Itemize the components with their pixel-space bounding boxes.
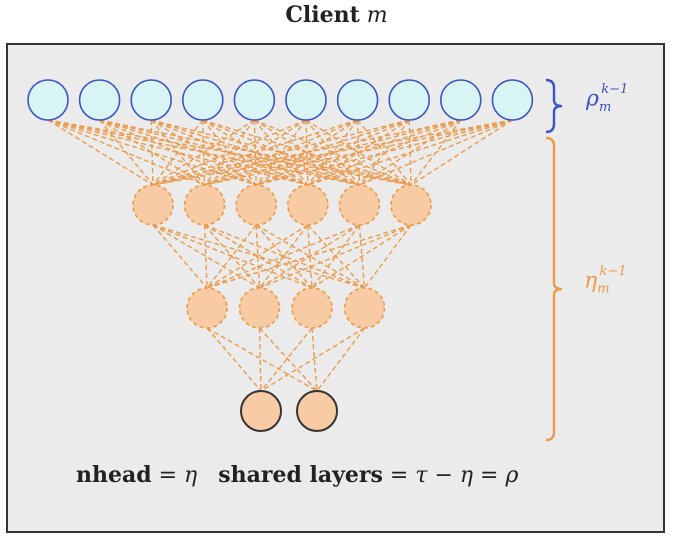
- edge: [206, 327, 318, 392]
- edge: [204, 119, 461, 186]
- edge: [204, 224, 313, 289]
- edge: [255, 119, 462, 186]
- title-word: Client: [285, 2, 360, 28]
- edge: [150, 119, 154, 186]
- edge: [206, 224, 257, 289]
- edge: [152, 119, 410, 186]
- hidden-layer-2-node-2: [238, 287, 281, 329]
- formula-eta: η: [184, 463, 198, 488]
- hidden-layer-2-node-1: [186, 287, 228, 329]
- edge: [204, 224, 261, 289]
- edge: [258, 224, 309, 289]
- edge: [255, 224, 365, 289]
- edge: [311, 224, 412, 289]
- edge: [152, 224, 208, 289]
- formula-shared: shared layers: [218, 462, 383, 488]
- edge: [152, 119, 513, 186]
- output-layer-node-7: [336, 79, 379, 121]
- edge: [47, 119, 308, 186]
- edge: [152, 119, 204, 186]
- edge: [152, 119, 358, 186]
- edge: [151, 119, 412, 186]
- output-layer-node-10: [491, 79, 534, 121]
- output-layer-node-8: [388, 79, 431, 121]
- output-layer-node-4: [182, 79, 224, 121]
- edge: [150, 119, 360, 186]
- edge: [150, 119, 257, 186]
- edge: [307, 224, 313, 289]
- edge: [260, 327, 313, 392]
- edge: [358, 224, 366, 289]
- hidden-layer-1-node-5: [338, 184, 381, 226]
- hidden-layer-1-node-6: [390, 184, 432, 226]
- input-layer-node-2: [296, 390, 338, 432]
- edge: [311, 327, 318, 392]
- edge: [204, 119, 513, 186]
- formula: nhead = η shared layers = τ − η = ρ: [76, 462, 519, 488]
- edge: [203, 224, 208, 289]
- eta-brace: [545, 136, 563, 442]
- output-layer-node-9: [439, 79, 482, 121]
- title-var: m: [366, 3, 388, 28]
- edge: [99, 119, 360, 186]
- output-layer-node-2: [78, 79, 121, 121]
- edge: [359, 119, 513, 186]
- edge: [311, 224, 360, 289]
- output-layer-node-5: [233, 79, 276, 121]
- edge: [152, 119, 307, 186]
- edge: [152, 224, 365, 289]
- hidden-layer-1-node-4: [286, 184, 329, 226]
- hidden-layer-1-node-3: [235, 184, 278, 226]
- edge: [99, 119, 154, 186]
- rho-brace: [545, 78, 563, 134]
- edge: [206, 224, 360, 289]
- rho-label: ρmk−1: [586, 82, 629, 115]
- edge: [254, 119, 360, 186]
- edge: [99, 119, 412, 186]
- edge: [204, 119, 410, 186]
- edge: [152, 224, 260, 289]
- edge: [47, 119, 257, 186]
- edge: [47, 119, 360, 186]
- edge: [99, 119, 205, 186]
- edge: [206, 327, 262, 392]
- edge: [260, 327, 365, 392]
- edge: [316, 327, 366, 392]
- output-layer-node-3: [130, 79, 172, 121]
- edge: [258, 327, 318, 392]
- edge: [204, 224, 365, 289]
- edge: [152, 119, 255, 186]
- edge: [363, 224, 412, 289]
- edge: [152, 119, 461, 186]
- edge: [258, 327, 262, 392]
- hidden-layer-2-node-4: [343, 287, 386, 329]
- edge: [202, 119, 309, 186]
- eta-label: ηmk−1: [584, 264, 627, 297]
- output-layer-node-1: [27, 79, 69, 121]
- edge: [47, 119, 154, 186]
- edge: [256, 119, 513, 186]
- hidden-layer-2-node-3: [291, 287, 333, 329]
- output-layer-node-6: [285, 79, 327, 121]
- edge: [152, 224, 313, 289]
- formula-expr: τ − η = ρ: [415, 463, 519, 488]
- edge: [99, 119, 309, 186]
- edge: [206, 224, 412, 289]
- edge: [307, 119, 513, 186]
- hidden-layer-1-node-2: [183, 184, 226, 226]
- input-layer-node-1: [240, 390, 282, 432]
- edge: [410, 119, 513, 186]
- formula-nhead: nhead: [76, 462, 152, 488]
- diagram-title: Client m: [0, 2, 673, 28]
- edge: [255, 224, 261, 289]
- edge: [259, 224, 412, 289]
- edge: [206, 224, 309, 289]
- hidden-layer-1-node-1: [132, 184, 174, 226]
